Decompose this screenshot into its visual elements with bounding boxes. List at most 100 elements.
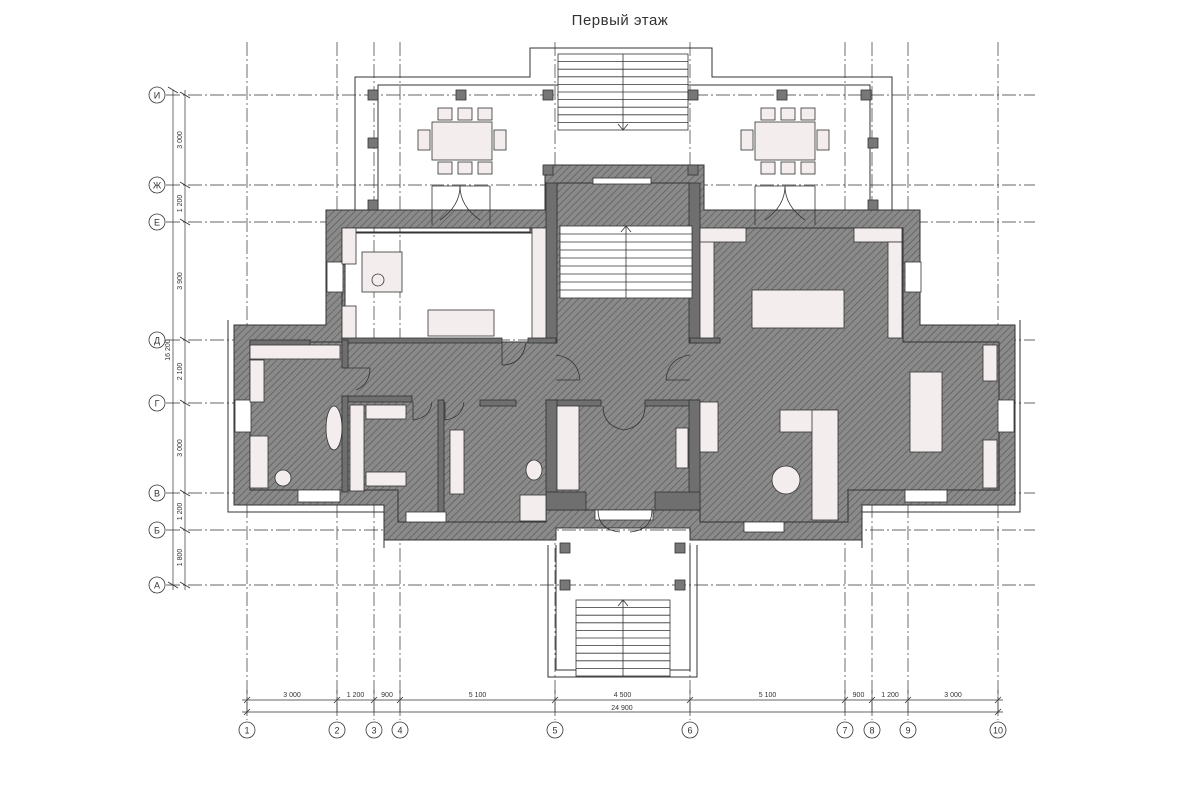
- axis-label-h: Е: [154, 218, 160, 228]
- wardrobe-b: [341, 305, 357, 339]
- dimension-label-horizontal: 1 200: [347, 692, 365, 699]
- hall-wardrobe: [556, 405, 580, 491]
- dimension-label-vertical: 1 200: [177, 503, 184, 521]
- vanity: [449, 429, 465, 495]
- column: [776, 89, 788, 101]
- axis-marker-v: [365, 721, 383, 739]
- column: [367, 89, 379, 101]
- terrace-columns: [367, 89, 879, 591]
- toilet: [525, 459, 543, 481]
- dimension-label-horizontal: 900: [381, 692, 393, 699]
- axis-label-h: Ж: [153, 181, 162, 191]
- axis-marker-v: [899, 721, 917, 739]
- dimension-label-horizontal: 5 100: [469, 692, 487, 699]
- wardrobe-a: [341, 227, 357, 265]
- axis-label-v: 7: [842, 726, 847, 736]
- axis-marker-h: [148, 213, 166, 231]
- cabinet-right-b: [982, 439, 998, 489]
- dressing-rack-bottom: [365, 471, 407, 487]
- coffee-table: [771, 465, 801, 495]
- axis-marker-v: [989, 721, 1007, 739]
- axis-label-v: 3: [371, 726, 376, 736]
- kitchen-island: [751, 289, 845, 329]
- dimension-total-vertical: 16 200: [165, 339, 172, 361]
- dining-table: [909, 371, 943, 453]
- plan-title: Первый этаж: [571, 12, 669, 29]
- axis-label-h: В: [154, 489, 160, 499]
- dimension-label-vertical: 3 000: [177, 131, 184, 149]
- column: [867, 137, 879, 149]
- axis-label-v: 4: [397, 726, 402, 736]
- axis-label-v: 2: [334, 726, 339, 736]
- plant: [274, 469, 292, 487]
- axis-marker-v: [238, 721, 256, 739]
- shower: [519, 494, 547, 522]
- dimension-label-horizontal: 3 000: [944, 692, 962, 699]
- dimension-label-vertical: 1 200: [177, 195, 184, 213]
- wardrobe-c: [531, 227, 547, 339]
- furniture: [249, 107, 998, 522]
- column: [559, 579, 571, 591]
- column: [867, 199, 879, 211]
- dimension-label-vertical: 2 100: [177, 363, 184, 381]
- column: [687, 89, 699, 101]
- kitchen-column: [887, 241, 903, 339]
- axis-marker-h: [148, 331, 166, 349]
- interior-walls: [249, 182, 721, 523]
- axis-label-v: 9: [905, 726, 910, 736]
- wardrobe-d: [699, 227, 715, 339]
- bath-tub-oval: [325, 405, 343, 451]
- dimension-label-horizontal: 1 200: [881, 692, 899, 699]
- axis-marker-v: [681, 721, 699, 739]
- column: [674, 579, 686, 591]
- hall-console: [675, 427, 689, 469]
- terrace-dining-table-left: [417, 107, 507, 175]
- column: [860, 89, 872, 101]
- kitchen-counter-left: [699, 227, 747, 243]
- dressing-rack-left: [349, 404, 365, 492]
- dimension-label-vertical: 1 800: [177, 549, 184, 567]
- axis-marker-h: [148, 521, 166, 539]
- axis-marker-h: [148, 86, 166, 104]
- axis-marker-v: [328, 721, 346, 739]
- axis-marker-v: [863, 721, 881, 739]
- stairs: [557, 53, 693, 677]
- dimension-total-horizontal: 24 900: [611, 705, 633, 712]
- cabinet-right-a: [982, 344, 998, 382]
- axis-label-h: Г: [155, 399, 160, 409]
- axis-label-h: Б: [154, 526, 160, 536]
- axis-label-h: Д: [154, 336, 160, 346]
- office-desk: [361, 251, 403, 293]
- column: [542, 89, 554, 101]
- column: [674, 542, 686, 554]
- column: [687, 164, 699, 176]
- axis-label-v: 6: [687, 726, 692, 736]
- dimension-label-horizontal: 4 500: [614, 692, 632, 699]
- dressing-rack-top: [365, 404, 407, 420]
- axis-label-v: 1: [244, 726, 249, 736]
- axis-marker-h: [148, 576, 166, 594]
- axis-label-v: 8: [869, 726, 874, 736]
- tv-unit: [699, 401, 719, 453]
- terrace-dining-table-right: [740, 107, 830, 175]
- axis-label-h: А: [154, 581, 160, 591]
- sofa-office: [427, 309, 495, 337]
- axis-label-v: 5: [552, 726, 557, 736]
- axis-marker-h: [148, 484, 166, 502]
- wardrobe-bedroom: [249, 344, 341, 360]
- dimension-label-horizontal: 3 000: [283, 692, 301, 699]
- column: [542, 164, 554, 176]
- axis-marker-v: [546, 721, 564, 739]
- shelf-bedroom: [249, 359, 265, 403]
- doors: [348, 185, 816, 533]
- column: [367, 199, 379, 211]
- axis-marker-v: [391, 721, 409, 739]
- dimension-label-horizontal: 900: [853, 692, 865, 699]
- column: [559, 542, 571, 554]
- office-chair: [371, 273, 385, 287]
- axis-label-v: 10: [993, 726, 1003, 736]
